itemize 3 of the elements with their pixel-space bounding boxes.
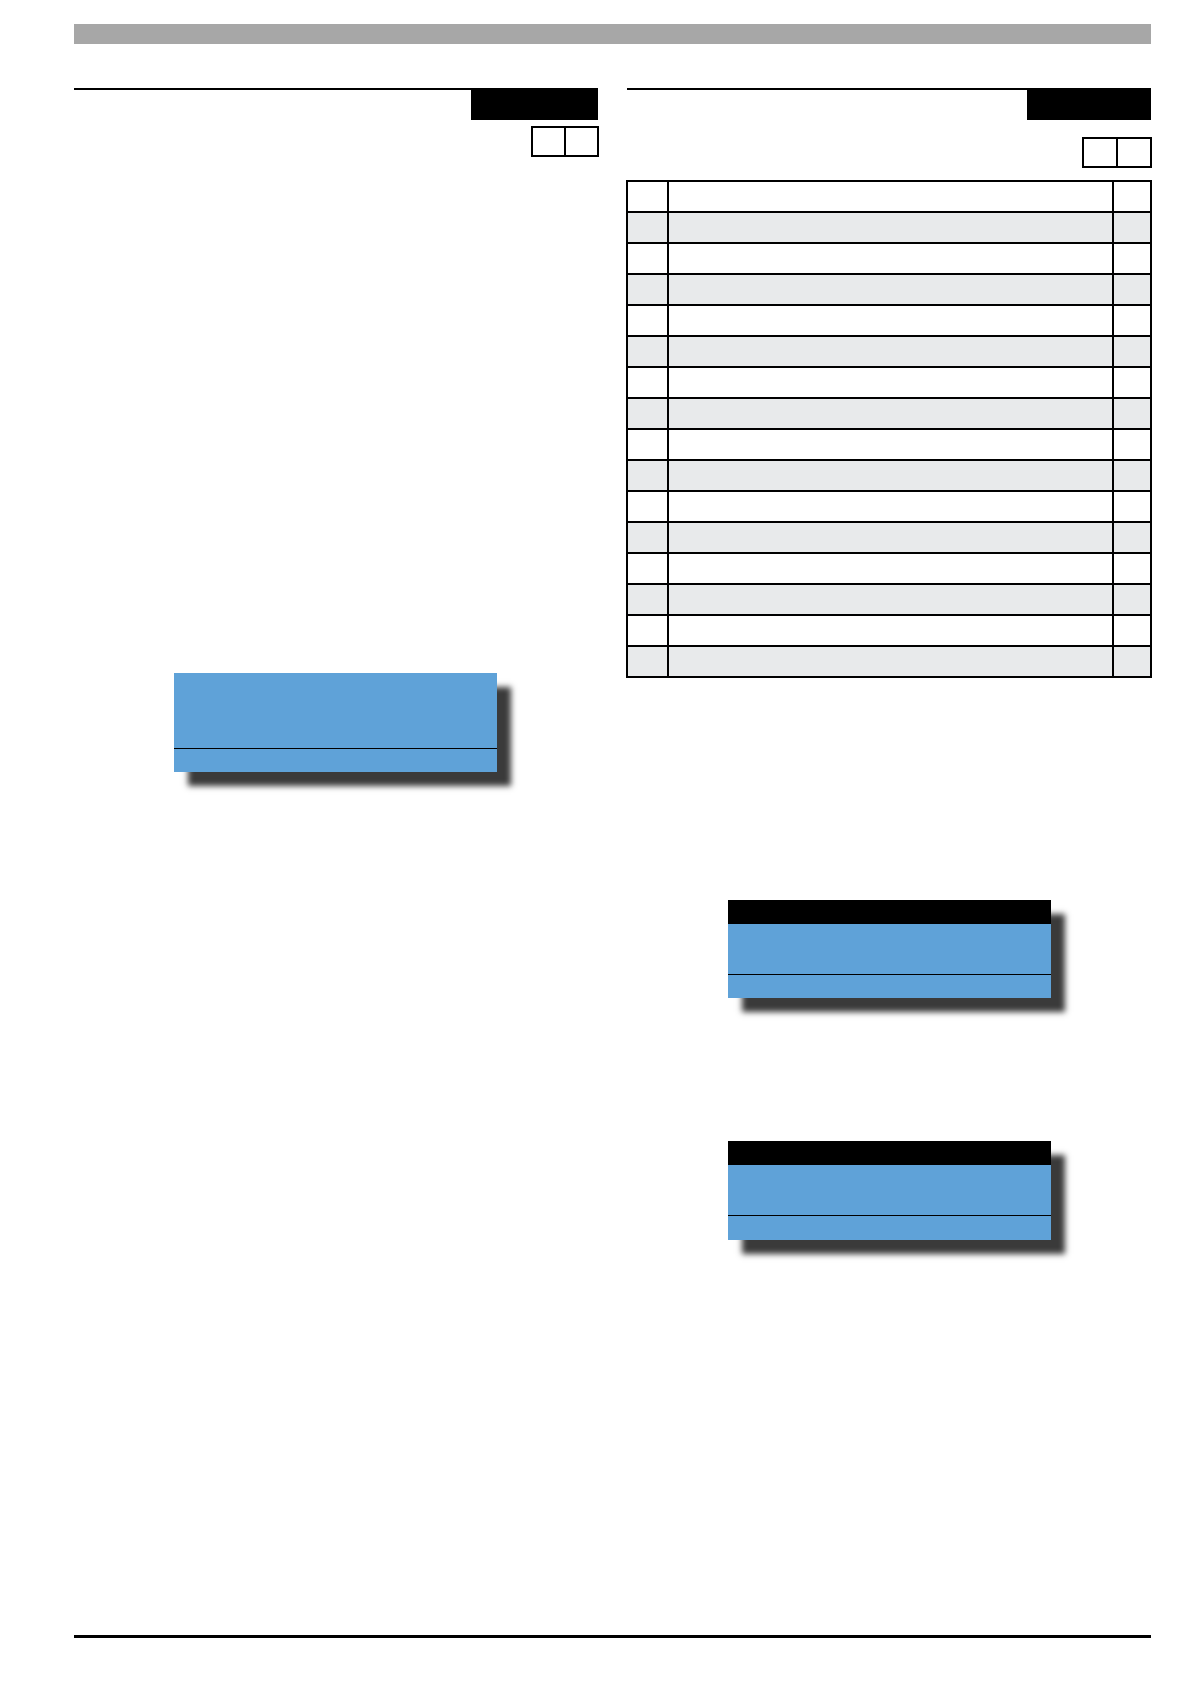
display-panel — [728, 1141, 1051, 1240]
display-panel — [728, 900, 1051, 998]
display-panel — [174, 673, 497, 772]
